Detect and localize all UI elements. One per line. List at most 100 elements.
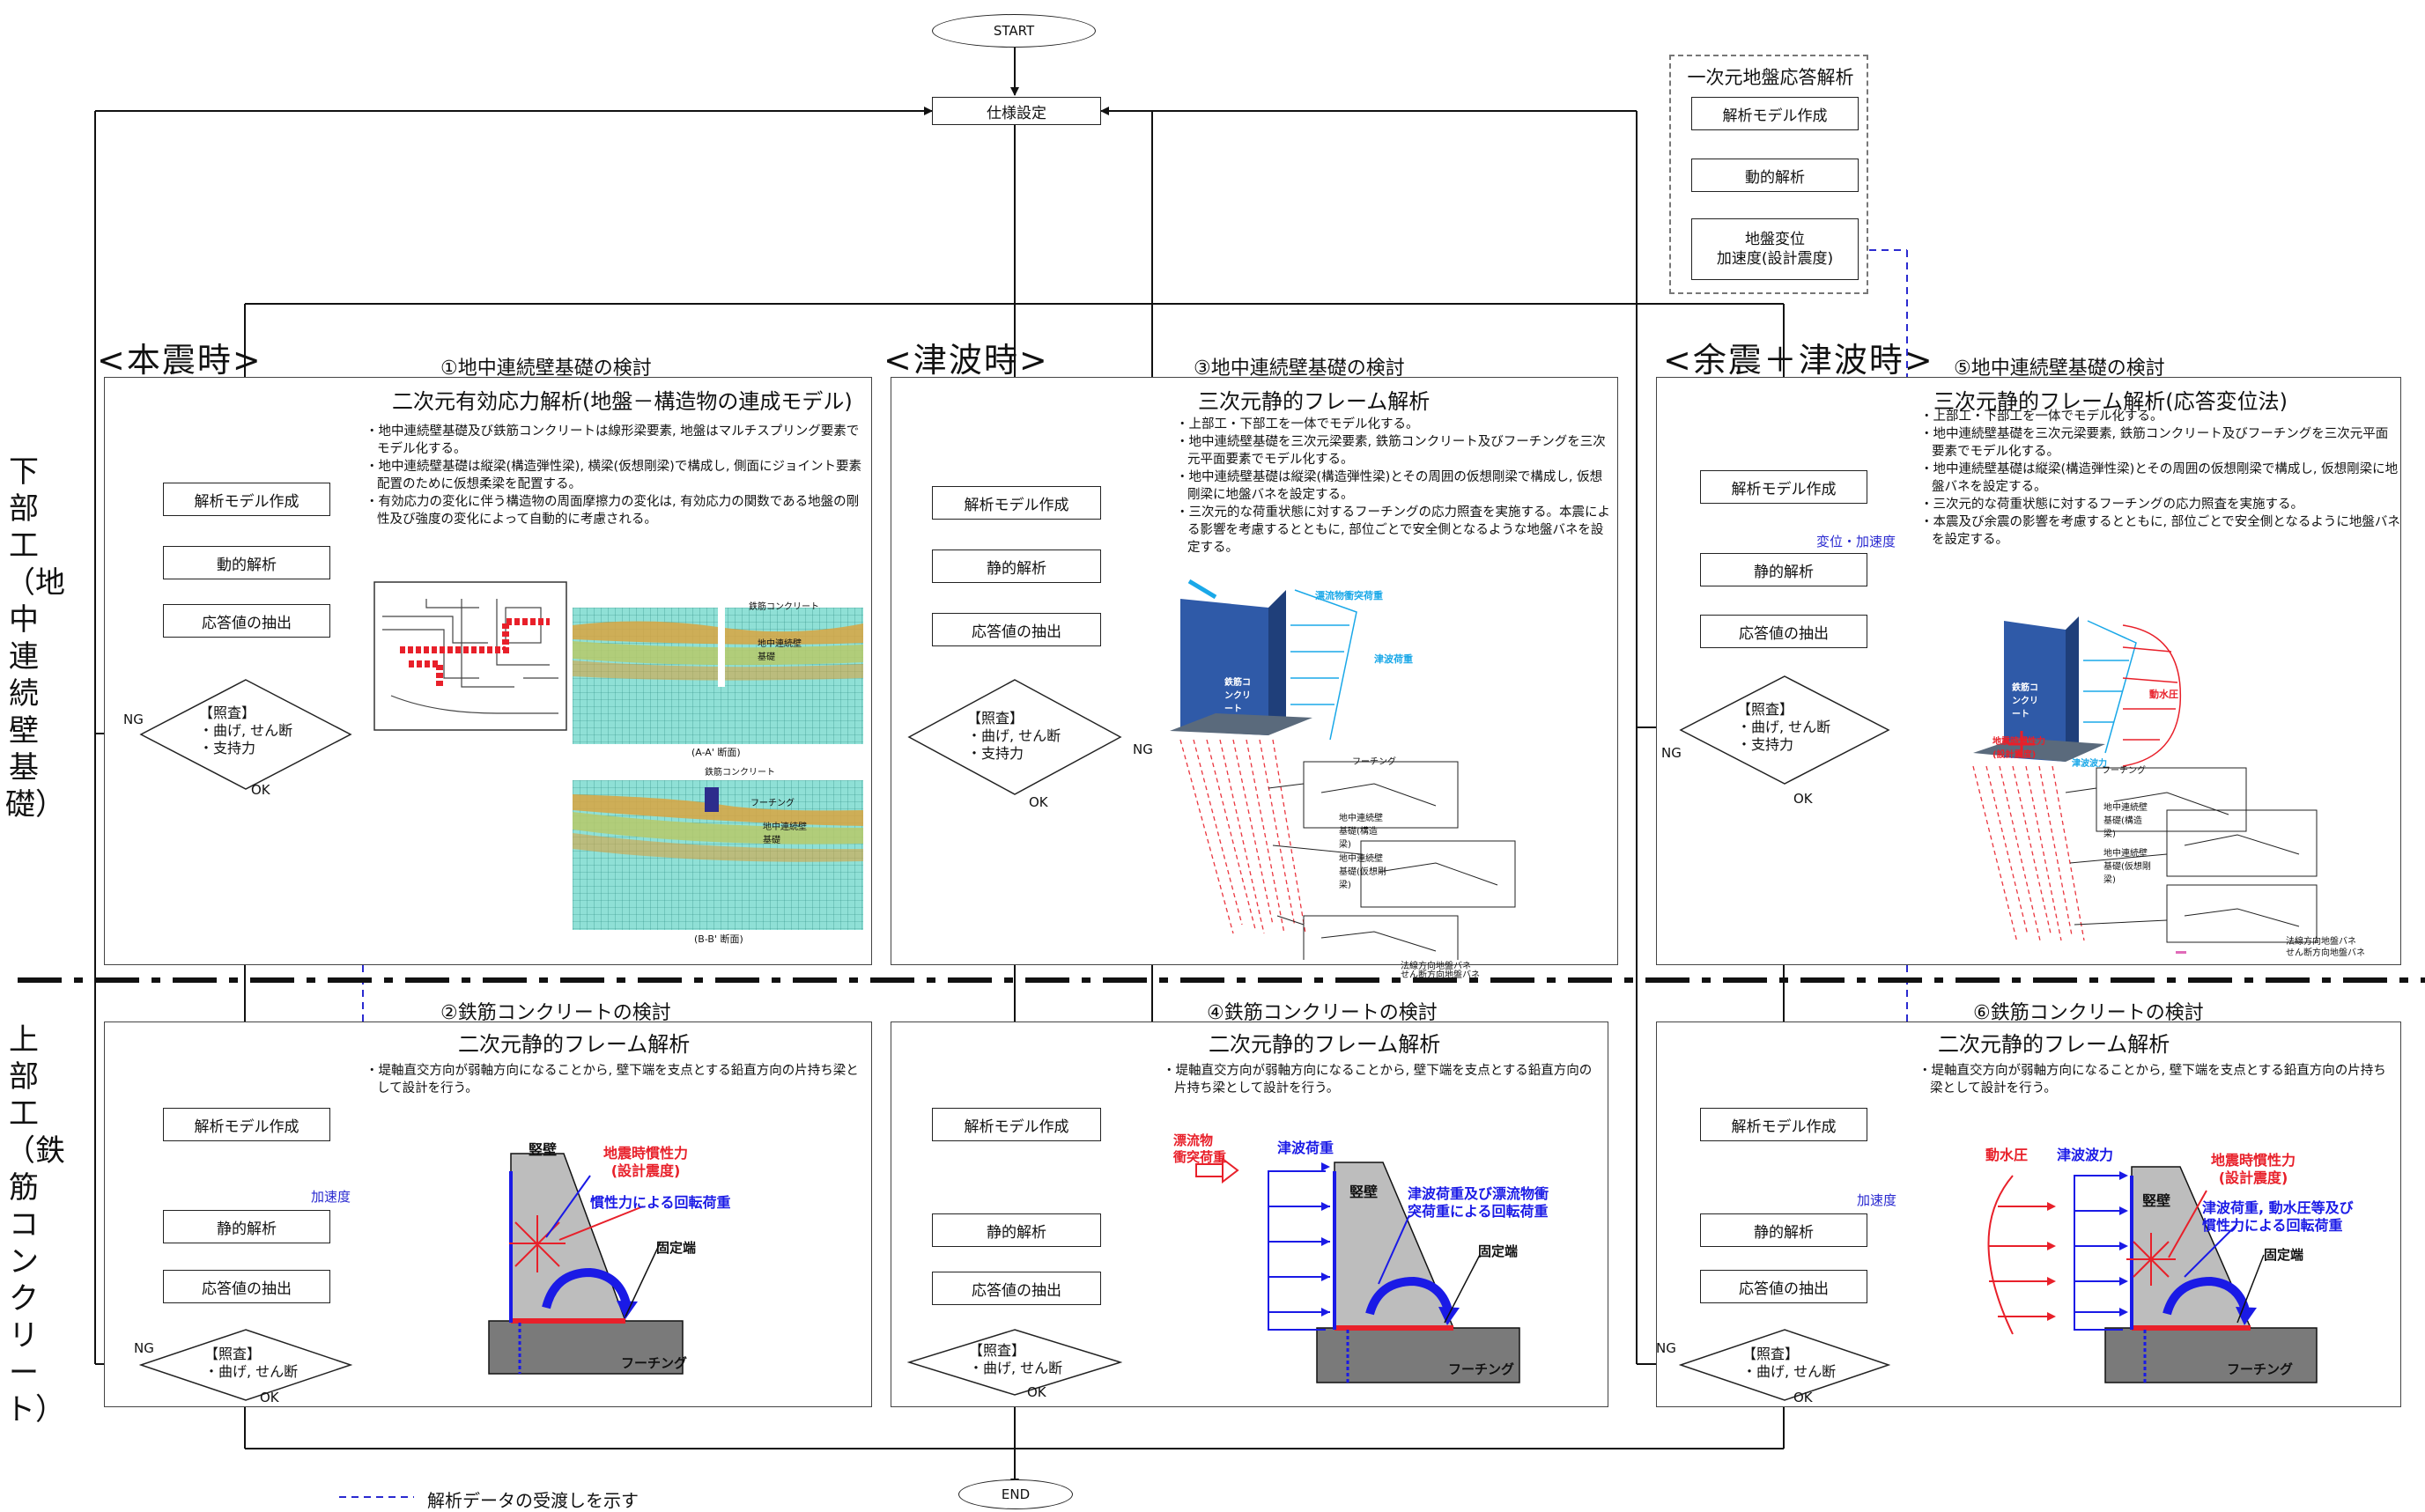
p4-label-fixed: 固定端 [1478,1243,1519,1259]
left-extract-box-upper: 応答値の抽出 [163,1270,330,1303]
right-disp-accel-label: 変位・加速度 [1816,534,1896,549]
section-aa-figure [573,608,863,744]
mid-model-box-upper: 解析モデル作成 [932,1108,1101,1141]
p4-label-tsunami: 津波荷重 [1277,1140,1334,1156]
mid-ok-label: OK [1029,794,1048,810]
section-main-shock: <本震時> [97,341,262,380]
section-bb-figure [573,780,863,930]
panel-2-subtitle: 二次元静的フレーム解析 [458,1032,691,1057]
mid-model-box: 解析モデル作成 [932,486,1101,520]
right-ng-label: NG [1661,745,1682,761]
mid-check-text: 【照査】・曲げ, せん断・支持力 [967,710,1061,762]
p3-label-rc: 鉄筋コンクリート [1224,678,1251,714]
left-ok-label-upper: OK [260,1390,279,1405]
mid-check-diamond-upper [907,1329,1122,1396]
right-check-diamond [1679,675,1890,785]
p3-label-wall1: 地中連続壁基礎(構造梁) [1339,814,1383,850]
p6-label-tw: 津波波力 [2057,1147,2114,1163]
left-model-box: 解析モデル作成 [163,483,330,516]
p4-label-wall: 竪壁 [1349,1184,1379,1200]
left-static-box: 静的解析 [163,1210,330,1243]
side-label-upper: 上部工（鉄筋コンクリート） [5,1022,65,1427]
panel-1-subtitle: 二次元有効応力解析(地盤－構造物の連成モデル) [392,389,853,414]
p5-label-rc: 鉄筋コンクリート [2012,683,2038,719]
mid-extract-box: 応答値の抽出 [932,613,1101,646]
right-check-text-upper: 【照査】・曲げ, せん断 [1742,1346,1837,1380]
p5-3d-model-figure [1972,616,2318,954]
mid-static-box: 静的解析 [932,549,1101,583]
right-check-diamond-upper [1679,1329,1890,1401]
p6-label-dyn: 動水圧 [1985,1147,2029,1163]
panel-2-notes: ・堤軸直交方向が弱軸方向になることから, 壁下端を支点とする鉛直方向の片持ち梁と… [366,1064,859,1095]
left-check-text: 【照査】・曲げ, せん断・支持力 [199,704,293,756]
mid-ng-label: NG [1133,741,1153,757]
panel-1-notes: ・地中連続壁基礎及び鉄筋コンクリートは線形梁要素, 地盤はマルチスプリング要素で… [366,424,862,527]
p5-label-dyn: 動水圧 [2149,689,2178,700]
p2-label-fixed: 固定端 [656,1240,697,1256]
p6-label-wall: 竪壁 [2142,1192,2171,1209]
right-model-box-upper: 解析モデル作成 [1700,1108,1867,1141]
panel-3-subtitle: 三次元静的フレーム解析 [1198,389,1431,414]
fig-bb-caption: (B-B' 断面) [694,933,743,945]
fig-aa-label-rc: 鉄筋コンクリート [749,602,819,612]
plan-view-figure [373,581,567,731]
left-check-diamond-upper [139,1329,352,1401]
p5-label-tw: 津波波力 [2072,759,2107,769]
panel-3-title: ③地中連続壁基礎の検討 [1194,358,1405,380]
left-ok-label: OK [251,782,270,798]
p5-legend-shear: せん断方向地盤バネ [2286,948,2365,958]
section-tsunami: <津波時> [883,341,1049,380]
left-accel-label: 加速度 [311,1189,351,1205]
ground-model-box: 解析モデル作成 [1691,97,1859,130]
p3-label-wall2: 地中連続壁基礎(仮想剛梁) [1339,854,1386,890]
p4-wall-figure [1195,1156,1520,1383]
p5-label-wall1: 地中連続壁基礎(構造梁) [2103,803,2148,839]
p4-label-footing: フーチング [1448,1361,1515,1377]
fig-bb-label-rc: 鉄筋コンクリート [705,768,775,778]
legend-text: 解析データの受渡しを示す [427,1490,639,1511]
section-aftershock-tsunami: <余震＋津波時> [1663,341,1934,380]
fig-aa-caption: (A-A' 断面) [691,747,741,758]
ground-response-title: 一次元地盤応答解析 [1687,67,1854,88]
right-model-box: 解析モデル作成 [1700,470,1867,504]
panel-2-title: ②鉄筋コンクリートの検討 [440,1002,671,1024]
p2-label-inertia: 地震時慣性力 (設計震度) [603,1145,689,1179]
p5-label-inertia: 地震時慣性力(設計震度) [1992,737,2045,760]
left-check-diamond [139,679,352,790]
p2-label-rot: 慣性力による回転荷重 [590,1194,731,1211]
start-terminal: START [932,14,1096,48]
left-extract-box: 応答値の抽出 [163,604,330,638]
left-model-box-upper: 解析モデル作成 [163,1108,330,1141]
panel-4-subtitle: 二次元静的フレーム解析 [1209,1032,1441,1057]
right-ok-label-upper: OK [1793,1390,1813,1405]
p3-legend-shear: せん断方向地盤バネ [1401,970,1480,980]
p2-label-footing: フーチング [621,1355,688,1371]
p2-label-wall: 竪壁 [529,1141,558,1158]
side-label-lower: 下部工（地中連続壁基礎） [5,454,65,822]
mid-static-box-upper: 静的解析 [932,1213,1101,1247]
mid-check-diamond [907,679,1122,795]
mid-ok-label-upper: OK [1027,1384,1046,1400]
right-check-text: 【照査】・曲げ, せん断・支持力 [1737,701,1831,753]
right-extract-box: 応答値の抽出 [1700,615,1867,648]
ground-output-box: 地盤変位 加速度(設計震度) [1691,218,1859,280]
left-ng-label-upper: NG [134,1340,154,1356]
panel-4-notes: ・堤軸直交方向が弱軸方向になることから, 壁下端を支点とする鉛直方向の片持ち梁と… [1163,1064,1593,1095]
panel-3-notes: ・上部工・下部工を一体でモデル化する。・地中連続壁基礎を三次元梁要素, 鉄筋コン… [1176,417,1610,555]
right-ng-label-upper: NG [1656,1340,1676,1356]
right-accel-label: 加速度 [1857,1192,1897,1208]
right-extract-box-upper: 応答値の抽出 [1700,1270,1867,1303]
p3-label-drift: 漂流物衝突荷重 [1315,590,1383,601]
mid-check-text-upper: 【照査】・曲げ, せん断 [969,1342,1063,1376]
p4-label-rot: 津波荷重及び漂流物衝 突荷重による回転荷重 [1408,1185,1549,1220]
p5-legend-normal: 法線方向地盤バネ [2286,937,2356,947]
mid-extract-box-upper: 応答値の抽出 [932,1272,1101,1305]
right-static-box: 静的解析 [1700,553,1867,586]
spec-setting-box: 仕様設定 [932,97,1101,125]
fig-aa-label-wall: 地中連続壁基礎 [758,639,802,662]
panel-4-title: ④鉄筋コンクリートの検討 [1207,1002,1438,1024]
panel-5-subtitle: 三次元静的フレーム解析(応答変位法) [1933,389,2288,414]
left-dynamic-box: 動的解析 [163,546,330,579]
panel-6-subtitle: 二次元静的フレーム解析 [1938,1032,2170,1057]
p4-label-drift: 漂流物 衝突荷重 [1173,1132,1227,1165]
